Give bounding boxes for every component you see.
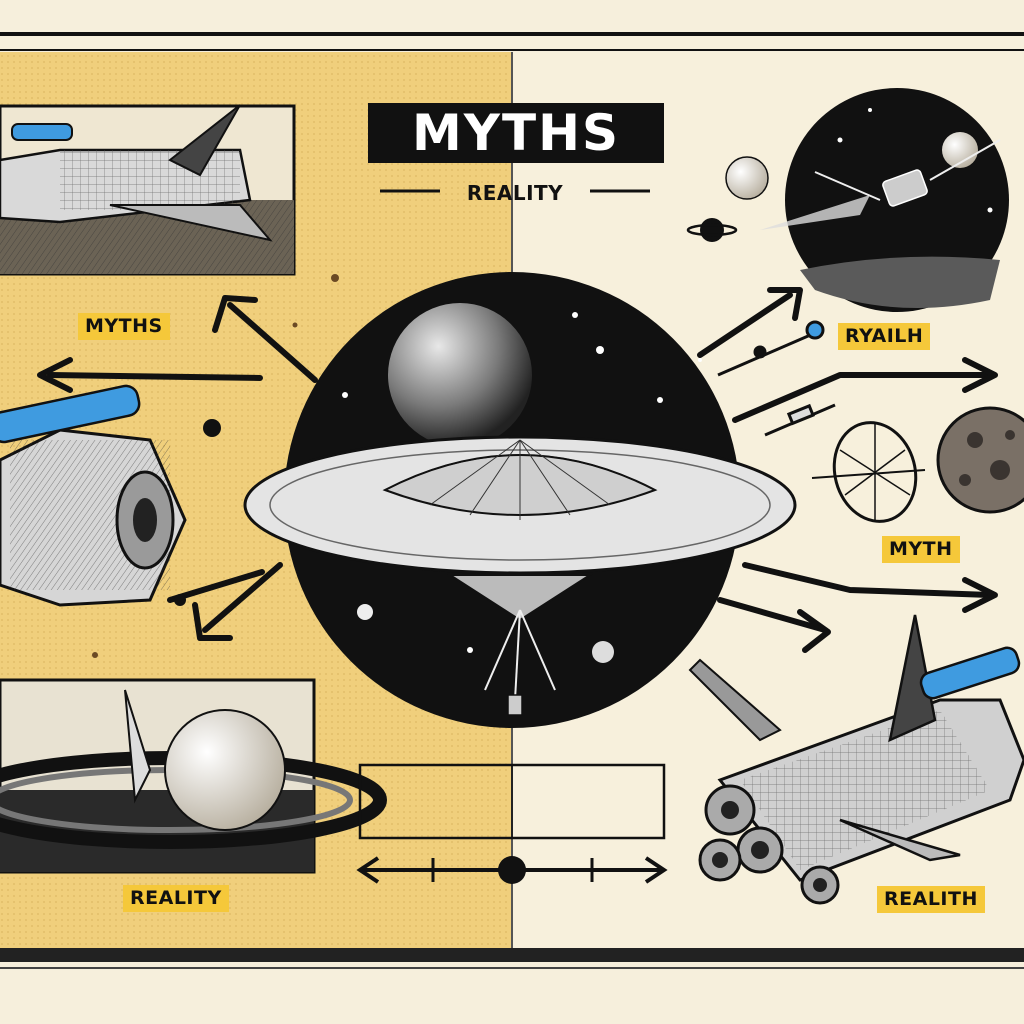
arrow-to-ryailh (732, 372, 993, 423)
small-planet-icon (725, 156, 769, 200)
label-myths-left: MYTHS (78, 313, 170, 340)
bottom-rule (0, 948, 1024, 962)
blue-fuel-tank-icon (919, 646, 1021, 700)
probe-satellite-icon (882, 169, 928, 207)
label-reality-left: REALITY (123, 885, 229, 912)
engine-module-illustration (0, 384, 187, 607)
parabolic-antenna-icon (811, 421, 926, 523)
label-myth-right: MYTH (882, 536, 960, 563)
sphere-icon (388, 303, 532, 447)
shuttle-on-moon-panel (0, 104, 296, 276)
arrow-to-myth (742, 562, 993, 598)
arrow-to-planet-panel (202, 562, 283, 633)
arrow-to-probe-panel (697, 292, 793, 358)
blue-tank-icon (11, 123, 73, 141)
blue-pipe-icon (0, 384, 141, 444)
ufo-saucer-icon (243, 435, 797, 716)
central-space-scene (243, 272, 797, 728)
arrow-to-rocket (717, 597, 828, 633)
saturn-mini-icon (686, 218, 738, 242)
timeline-diagram (356, 763, 668, 884)
label-realith: REALITH (877, 886, 985, 913)
label-ryailh: RYAILH (838, 323, 931, 350)
connector-arrows (37, 287, 998, 653)
small-probe-icons (717, 320, 836, 437)
asteroid-icon (936, 406, 1024, 514)
probe-orbit-panel (760, 88, 1009, 312)
page-title: MYTHS (368, 103, 664, 163)
ringed-planet-panel (0, 678, 387, 874)
arrow-to-myths (227, 302, 318, 383)
rocket-engine-illustration (688, 614, 1024, 905)
page-subtitle: REALITY (466, 181, 564, 205)
timeline-marker (498, 856, 526, 884)
arrow-to-engine (47, 372, 263, 381)
